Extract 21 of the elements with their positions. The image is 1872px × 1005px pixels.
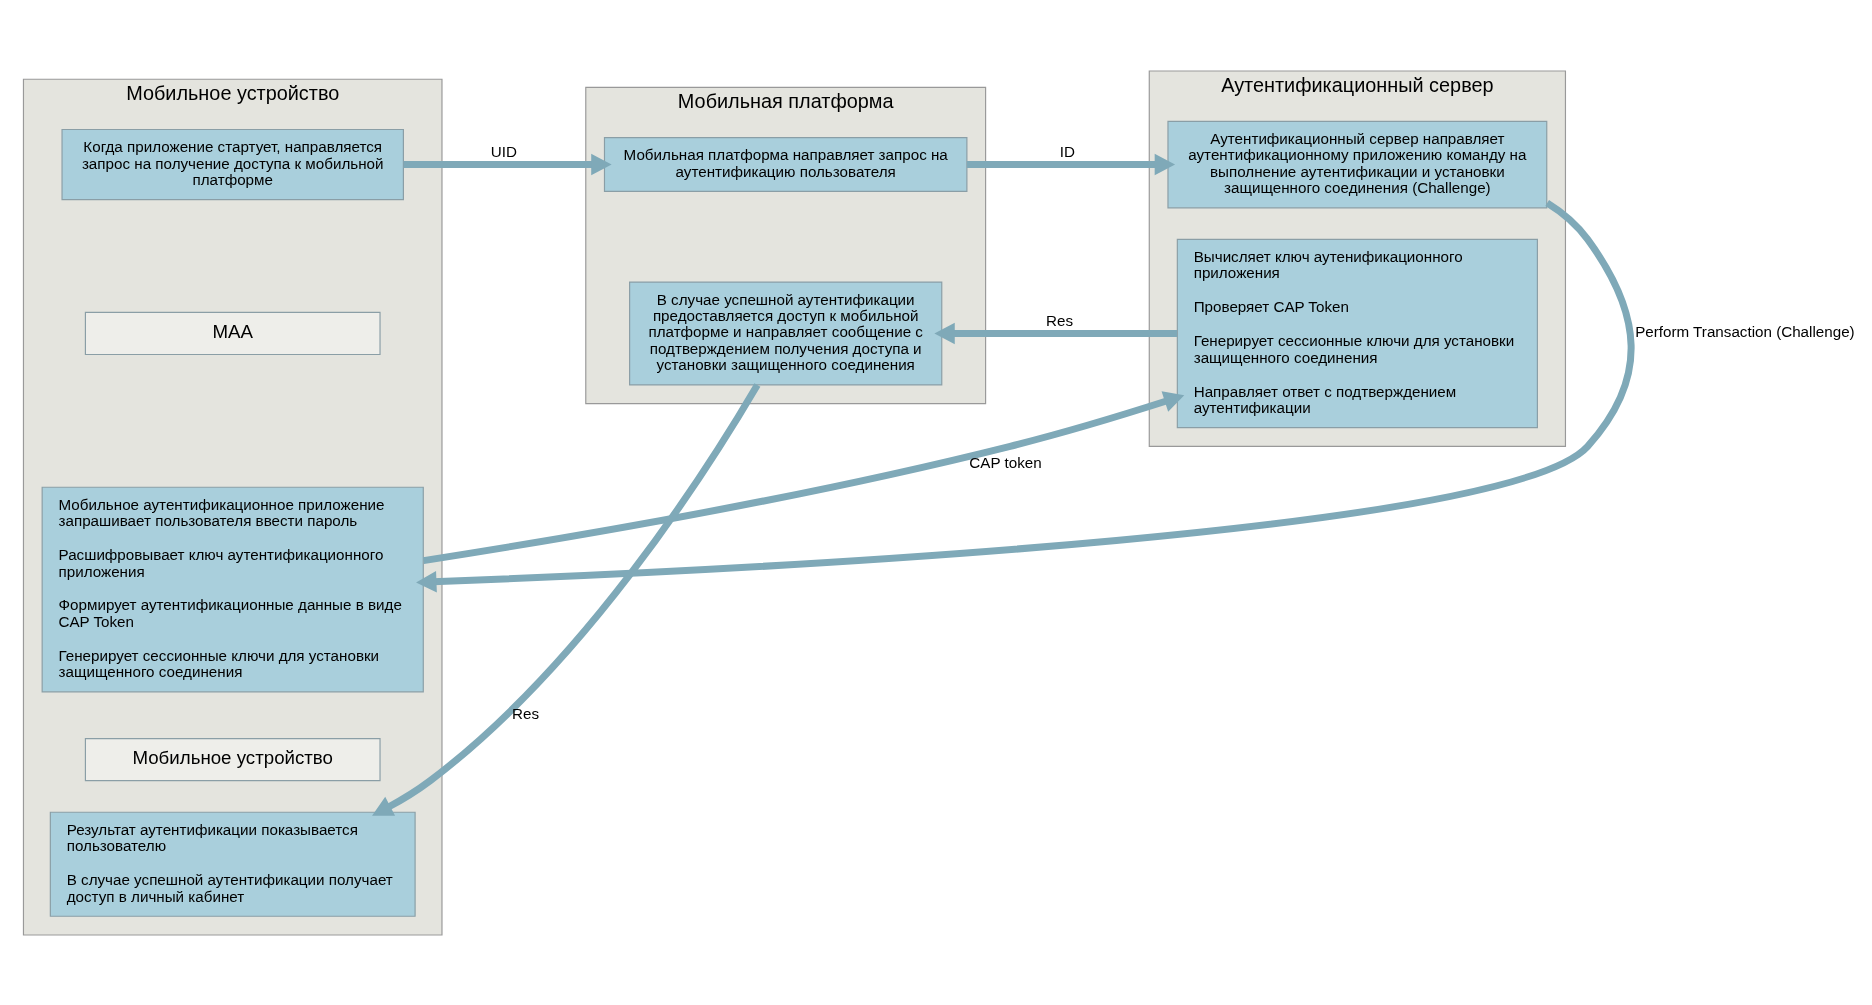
node-box: Мобильное аутентификационное приложение запрашивает пользователя ввести пароль Расшифровывает ключ аутентификационного приложения Формирует аутентификационные данные в виде CAP Token Генерирует сессионные ключи для установки защищенного соединения — [41, 486, 424, 692]
arrow — [966, 153, 1175, 175]
node-box: Результат аутентификации показывается пользователю В случае успешной аутентификации получает доступ в личный кабинет — [49, 811, 416, 917]
node-box: В случае успешной аутентификации предоставляется доступ к мобильной платформе и направляет сообщение с подтверждением получения доступа и установки защищенного соединения — [628, 280, 942, 385]
node-box: Вычисляет ключ аутенификационного приложения Проверяет CAP Token Генерирует сессионные ключи для установки защищенного соединения Направляет ответ с подтверждением аутентификации — [1176, 238, 1538, 428]
arrow — [415, 199, 1634, 592]
edge-label: Res — [1045, 311, 1073, 329]
node-box: Мобильная платформа направляет запрос на аутентификацию пользователя — [603, 136, 967, 192]
edge-label: UID — [490, 142, 517, 160]
edge-label: Res — [511, 704, 539, 722]
node-box: Когда приложение стартует, направляется запрос на получение доступа к мобильной платформе — [60, 128, 404, 200]
node-box: Мобильное устройство — [84, 737, 381, 781]
node-box: МАА — [84, 311, 381, 355]
node-box: Аутентификационный сервер направляет аутентификационному приложению команду на выполнение аутентификации и установки защищенного соединения (Challenge) — [1166, 120, 1547, 208]
edge-label: CAP token — [968, 453, 1042, 471]
arrow — [371, 382, 760, 816]
edge-label: Perform Transaction (Challenge) — [1634, 322, 1855, 340]
arrow — [403, 153, 612, 175]
arrow — [933, 322, 1177, 344]
edge-label: ID — [1059, 142, 1075, 160]
arrow — [422, 390, 1184, 564]
